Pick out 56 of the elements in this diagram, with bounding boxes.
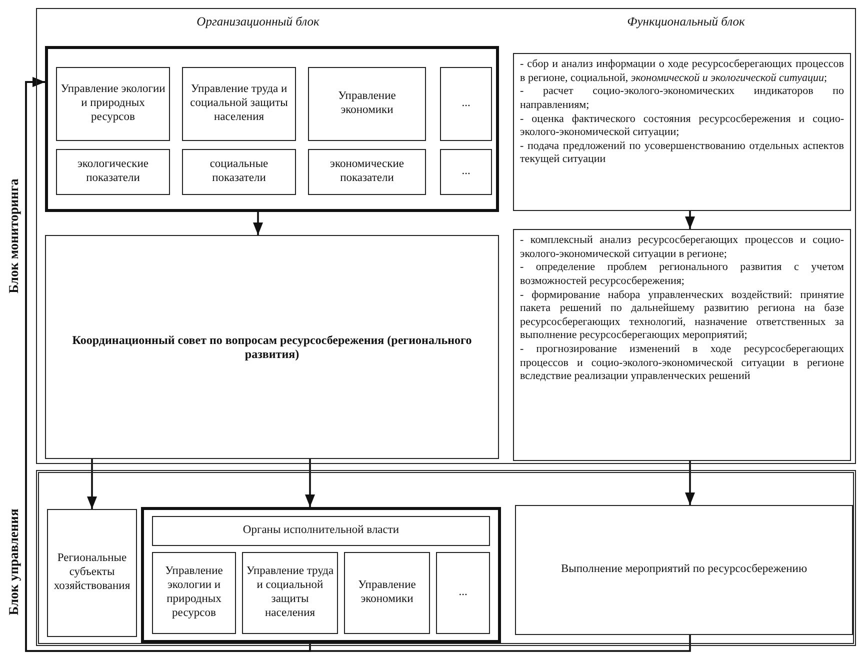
indicator-box (308, 149, 426, 195)
council-box (45, 235, 499, 459)
list-item: - оценка фактического состояния ресурсосбережения и социо-эколого-экономической ситуации; (520, 112, 844, 140)
block-label: Блок управления (6, 508, 22, 616)
ellipsis-box (440, 149, 492, 195)
group-frame (45, 46, 499, 212)
box-label: Управление экологии и природных ресурсов (164, 565, 224, 621)
box-label: Управление экономики (337, 90, 397, 118)
box-label: Управление труда и социальной защиты населения (189, 83, 289, 125)
box-label: Региональные субъекты хозяйствования (52, 552, 132, 594)
list-item: - сбор и анализ информации о ходе ресурсосберегающих процессов в регионе, социальной, экономической и экологической ситуации; (520, 58, 844, 86)
box-label: социальные показатели (208, 158, 270, 186)
ellipsis-box (440, 67, 492, 141)
entity-box (47, 509, 137, 637)
arrow (252, 212, 264, 235)
arrow (25, 76, 691, 652)
list-item: - расчет социо-эколого-экономических индикаторов по направлениям; (520, 85, 844, 112)
box-label: Управление экономики (357, 579, 417, 607)
box-label: Выполнение мероприятий по ресурсосбережению (560, 563, 808, 577)
box-label: Органы исполнительной власти (242, 524, 400, 538)
box-label: ... (458, 586, 468, 600)
header-box (152, 516, 490, 546)
block-frame (36, 8, 856, 464)
department-box (182, 67, 296, 141)
action-box (515, 505, 853, 635)
column-heading: Функциональный блок (627, 14, 745, 30)
department-box (308, 67, 426, 141)
block-label: Блок мониторинга (6, 178, 22, 294)
list-item: - подача предложений по усовершенствованию отдельных аспектов текущей ситуации (520, 140, 844, 167)
ellipsis-box (436, 552, 490, 634)
arrow (684, 461, 696, 505)
department-box (242, 552, 338, 634)
box-label: Управление труда и социальной защиты населения (245, 565, 335, 621)
indicator-box (56, 149, 170, 195)
block-frame (36, 470, 856, 646)
column-heading: Организационный блок (196, 14, 320, 30)
box-label: ... (462, 165, 470, 179)
department-box (344, 552, 430, 634)
list-item: - комплексный анализ ресурсосберегающих процессов и социо-эколого-экономической ситуации в регионе; (520, 234, 844, 262)
box-label: экологические показатели (76, 158, 150, 186)
arrow (684, 211, 696, 229)
list-item: - формирование набора управленческих воздействий: принятие пакета решений по дальнейшему развитию региона на базе ресурсосберегающих технологий, назначение ответственных за выполнение ресурсосберегающих мероприятий; (520, 288, 844, 343)
indicator-box (182, 149, 296, 195)
department-box (152, 552, 236, 634)
box-label: экономические показатели (329, 158, 405, 186)
function-list-box (513, 53, 851, 211)
list-item: - прогнозирование изменений в ходе ресурсосберегающих процессов и социо-эколого-экономической ситуации в регионе вследствие реализации управленческих решений (520, 343, 844, 384)
department-box (56, 67, 170, 141)
box-label: Управление экологии и природных ресурсов (60, 83, 166, 125)
group-frame (141, 507, 501, 643)
function-list-box (513, 229, 851, 461)
arrow (304, 459, 316, 507)
box-label: Координационный совет по вопросам ресурсосбережения (регионального развития) (71, 332, 473, 362)
arrow (86, 459, 98, 509)
box-label: ... (462, 97, 470, 111)
list-item: - определение проблем регионального развития с учетом возможностей ресурсосбережения; (520, 261, 844, 288)
